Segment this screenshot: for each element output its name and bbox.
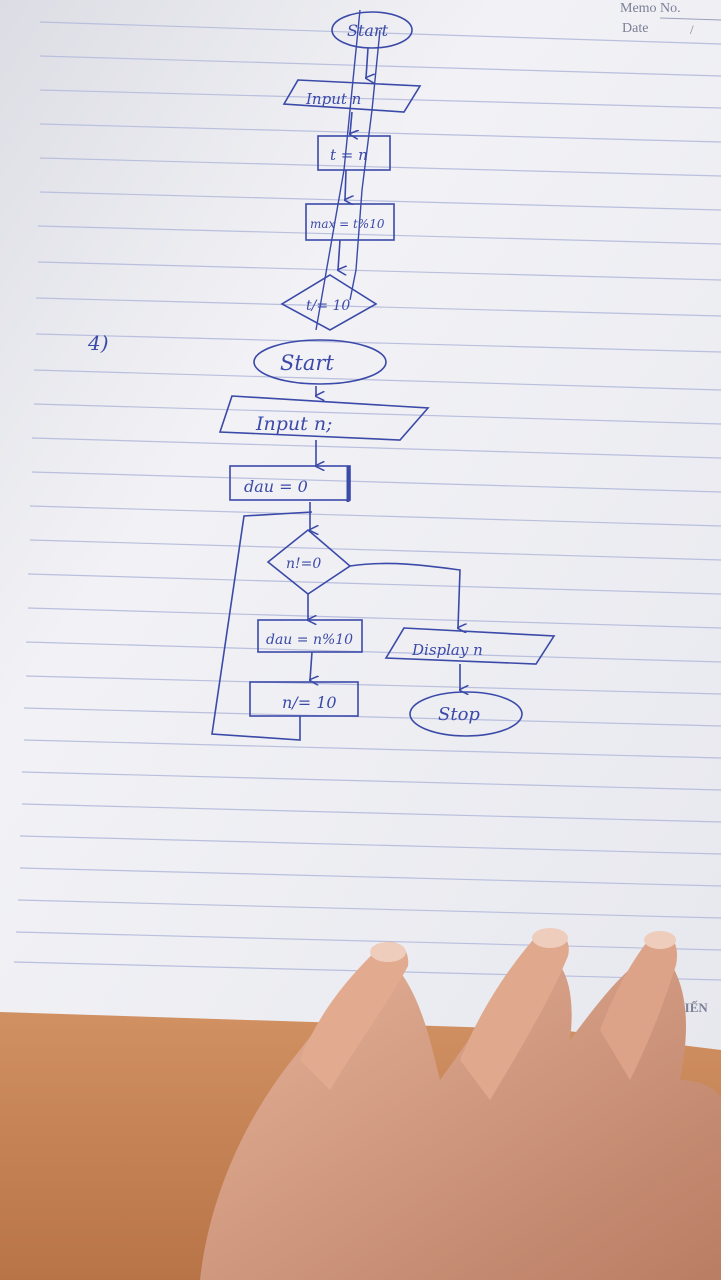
notebook-page	[0, 0, 721, 1050]
display-label: Display n	[411, 641, 483, 659]
middle-finger	[460, 930, 569, 1100]
memo-label: Memo No.	[620, 1, 681, 16]
divide-box	[249, 681, 359, 717]
start-oval	[253, 339, 387, 385]
top-condition-diamond	[280, 274, 378, 331]
digit-box	[257, 619, 363, 653]
date-slash: /	[690, 22, 694, 37]
section-label: 4)	[87, 331, 109, 355]
top-assign-box	[317, 135, 391, 171]
stop-label: Stop	[438, 704, 480, 725]
input-label: Input n;	[255, 413, 332, 435]
fingernail	[370, 942, 406, 962]
top-assign-label: t = n	[330, 146, 368, 164]
fingernail	[532, 928, 568, 948]
top-max-label: max = t%10	[310, 217, 385, 231]
condition-label: n!=0	[286, 556, 321, 572]
branch-to-display	[349, 562, 460, 628]
date-label: Date	[622, 21, 648, 36]
stop-oval	[409, 691, 523, 737]
divide-label: n/= 10	[282, 693, 337, 712]
main-flowchart: Start Input n; dau = 0 n!=0 dau = n%10 n…	[211, 339, 556, 741]
digit-label: dau = n%10	[266, 632, 353, 648]
cross-out-strokes	[315, 9, 381, 331]
init-box	[229, 465, 351, 501]
display-parallelogram	[384, 627, 556, 665]
ring-finger	[600, 931, 678, 1080]
top-input-box	[282, 79, 422, 113]
top-flowchart: Start Input n t = n max = t%10 t/= 10	[280, 9, 422, 331]
index-finger	[300, 941, 409, 1090]
top-max-box	[305, 203, 395, 241]
hand	[200, 928, 721, 1280]
memo-header: Memo No. Date /	[620, 1, 721, 37]
top-start-oval	[331, 11, 413, 49]
top-start-label: Start	[347, 21, 389, 40]
loop-back-line	[211, 511, 313, 741]
top-condition-label: t/= 10	[306, 298, 350, 314]
ruled-lines	[13, 21, 721, 981]
start-label: Start	[280, 351, 334, 375]
input-parallelogram	[218, 395, 430, 441]
init-label: dau = 0	[244, 477, 308, 496]
top-input-label: Input n	[305, 90, 361, 108]
fingernail	[644, 931, 676, 949]
